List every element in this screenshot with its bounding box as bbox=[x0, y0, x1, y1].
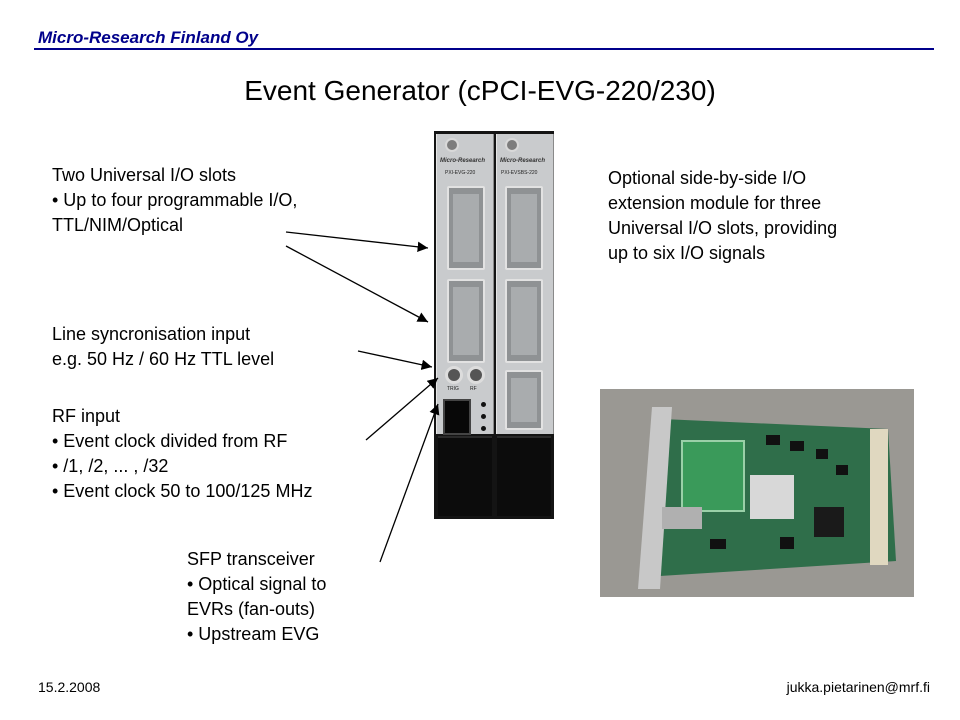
sfp-cage bbox=[662, 507, 702, 529]
backplane-connector bbox=[870, 429, 888, 565]
panel-handle bbox=[438, 436, 492, 516]
line-sync-line1: Line syncronisation input bbox=[52, 324, 251, 344]
led-icon bbox=[481, 414, 486, 419]
evg-model-label: PXI-EVG-220 bbox=[445, 170, 476, 176]
led-icon bbox=[481, 402, 486, 407]
line-sync-line2: e.g. 50 Hz / 60 Hz TTL level bbox=[52, 349, 275, 369]
fpga-chip bbox=[750, 475, 794, 519]
sfp-heading: SFP transceiver bbox=[187, 549, 315, 569]
universal-io-line1: • Up to four programmable I/O, bbox=[52, 190, 298, 210]
io-module-card bbox=[681, 440, 745, 512]
rf-input-line1: • Event clock divided from RF bbox=[52, 431, 288, 451]
side-by-side-line1: Optional side-by-side I/O bbox=[608, 168, 807, 188]
ic-chip bbox=[836, 465, 848, 475]
arrow-to-sfp bbox=[379, 403, 440, 563]
sfp-callout: SFP transceiver • Optical signal to EVRs… bbox=[187, 547, 326, 647]
trig-connector-icon bbox=[445, 366, 463, 384]
screw-icon bbox=[445, 138, 459, 152]
universal-io-slot-6 bbox=[505, 279, 543, 363]
footer-email: jukka.pietarinen@mrf.fi bbox=[786, 679, 930, 695]
sfp-line3: • Upstream EVG bbox=[187, 624, 320, 644]
universal-io-callout: Two Universal I/O slots • Up to four pro… bbox=[52, 163, 297, 238]
front-panel-bracket bbox=[638, 407, 672, 589]
arrow-to-io-slot-2 bbox=[285, 245, 429, 323]
ic-chip bbox=[766, 435, 780, 445]
board-photo bbox=[600, 389, 914, 597]
arrow-to-rf-input bbox=[365, 377, 439, 441]
universal-io-heading: Two Universal I/O slots bbox=[52, 165, 237, 185]
universal-io-slot-8 bbox=[505, 370, 543, 430]
evg-brand-label: Micro-Research bbox=[440, 158, 486, 164]
universal-io-line2: TTL/NIM/Optical bbox=[52, 215, 184, 235]
ic-chip bbox=[790, 441, 804, 451]
sfp-line1: • Optical signal to bbox=[187, 574, 327, 594]
ic-chip bbox=[816, 449, 828, 459]
side-by-side-callout: Optional side-by-side I/O extension modu… bbox=[608, 166, 837, 266]
sfp-transceiver-icon bbox=[443, 399, 471, 435]
rf-input-line2: • /1, /2, ... , /32 bbox=[52, 456, 169, 476]
side-by-side-line4: up to six I/O signals bbox=[608, 243, 766, 263]
side-by-side-line3: Universal I/O slots, providing bbox=[608, 218, 838, 238]
evsbs-module-panel: Micro-Research PXI-EVSBS-220 bbox=[496, 134, 554, 434]
header-rule bbox=[34, 48, 934, 50]
rf-connector-icon bbox=[467, 366, 485, 384]
universal-io-slot-1 bbox=[447, 186, 485, 270]
ic-chip bbox=[710, 539, 726, 549]
arrow-to-io-slot-1 bbox=[285, 231, 429, 253]
line-sync-callout: Line syncronisation input e.g. 50 Hz / 6… bbox=[52, 322, 274, 372]
screw-icon bbox=[505, 138, 519, 152]
rf-input-heading: RF input bbox=[52, 406, 121, 426]
slide-title: Event Generator (cPCI-EVG-220/230) bbox=[244, 75, 716, 106]
company-name: Micro-Research Finland Oy bbox=[38, 28, 259, 47]
universal-io-slot-4 bbox=[505, 186, 543, 270]
universal-io-slot-2 bbox=[447, 279, 485, 363]
evg-module-panel: Micro-Research PXI-EVG-220 TRIG RF bbox=[436, 134, 494, 435]
led-icon bbox=[481, 426, 486, 431]
sfp-line2: EVRs (fan-outs) bbox=[187, 599, 316, 619]
panel-handle bbox=[497, 436, 551, 516]
rf-label: RF bbox=[470, 386, 477, 392]
footer-date: 15.2.2008 bbox=[38, 679, 101, 695]
rf-input-callout: RF input • Event clock divided from RF •… bbox=[52, 404, 312, 504]
arrow-to-trig-input bbox=[357, 350, 433, 370]
front-panel-photo: Micro-Research PXI-EVG-220 TRIG RF Micro… bbox=[434, 131, 554, 519]
rf-input-line3: • Event clock 50 to 100/125 MHz bbox=[52, 481, 313, 501]
ic-chip bbox=[780, 537, 794, 549]
evsbs-model-label: PXI-EVSBS-220 bbox=[501, 170, 538, 176]
board-illustration bbox=[638, 407, 896, 589]
side-by-side-line2: extension module for three bbox=[608, 193, 822, 213]
processor-chip bbox=[814, 507, 844, 537]
evsbs-brand-label: Micro-Research bbox=[500, 158, 546, 164]
trig-label: TRIG bbox=[447, 386, 459, 392]
